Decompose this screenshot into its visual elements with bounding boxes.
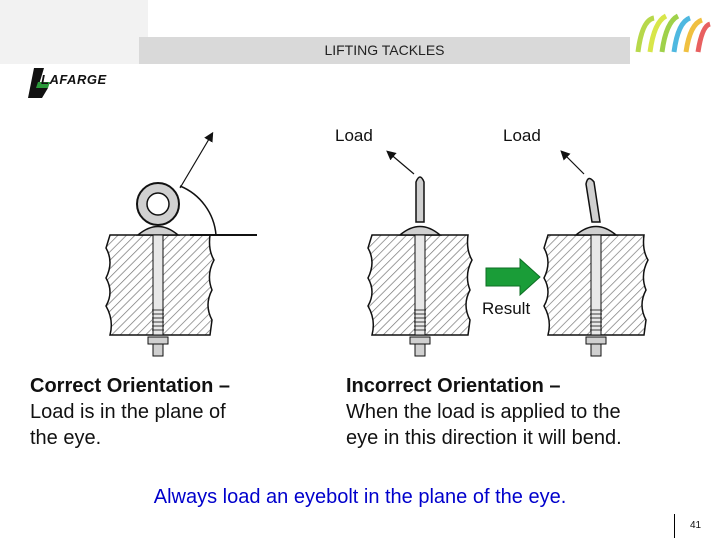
title-bar: LIFTING TACKLES <box>139 37 630 64</box>
incorrect-heading: Incorrect Orientation – <box>346 375 561 397</box>
page-number: 41 <box>690 520 702 531</box>
incorrect-caption: Incorrect Orientation – When the load is… <box>346 373 622 451</box>
footer-note: Always load an eyebolt in the plane of t… <box>153 486 567 508</box>
decorative-arch-icon <box>635 13 712 53</box>
lafarge-logo-icon <box>28 68 50 98</box>
load-label-2: Load <box>503 126 541 145</box>
load-label-1: Load <box>335 126 373 145</box>
correct-caption: Correct Orientation – Load is in the pla… <box>30 373 230 451</box>
correct-block <box>105 131 257 357</box>
result-label: Result <box>480 299 533 319</box>
correct-body-1: Load is in the plane of <box>30 401 226 423</box>
logo-text: LAFARGE <box>41 72 107 87</box>
incorrect-block-after <box>543 150 649 357</box>
incorrect-block-before <box>367 150 473 357</box>
page-divider <box>674 514 675 538</box>
correct-body-2: the eye. <box>30 427 102 449</box>
correct-heading: Correct Orientation – <box>30 375 231 397</box>
incorrect-body-1: When the load is applied to the <box>346 401 621 423</box>
slide-title: LIFTING TACKLES <box>324 42 445 58</box>
eyebolt-diagram <box>105 131 649 357</box>
result-arrow-icon <box>485 257 541 297</box>
corner-panel <box>0 0 148 64</box>
incorrect-body-2: eye in this direction it will bend. <box>346 427 622 449</box>
